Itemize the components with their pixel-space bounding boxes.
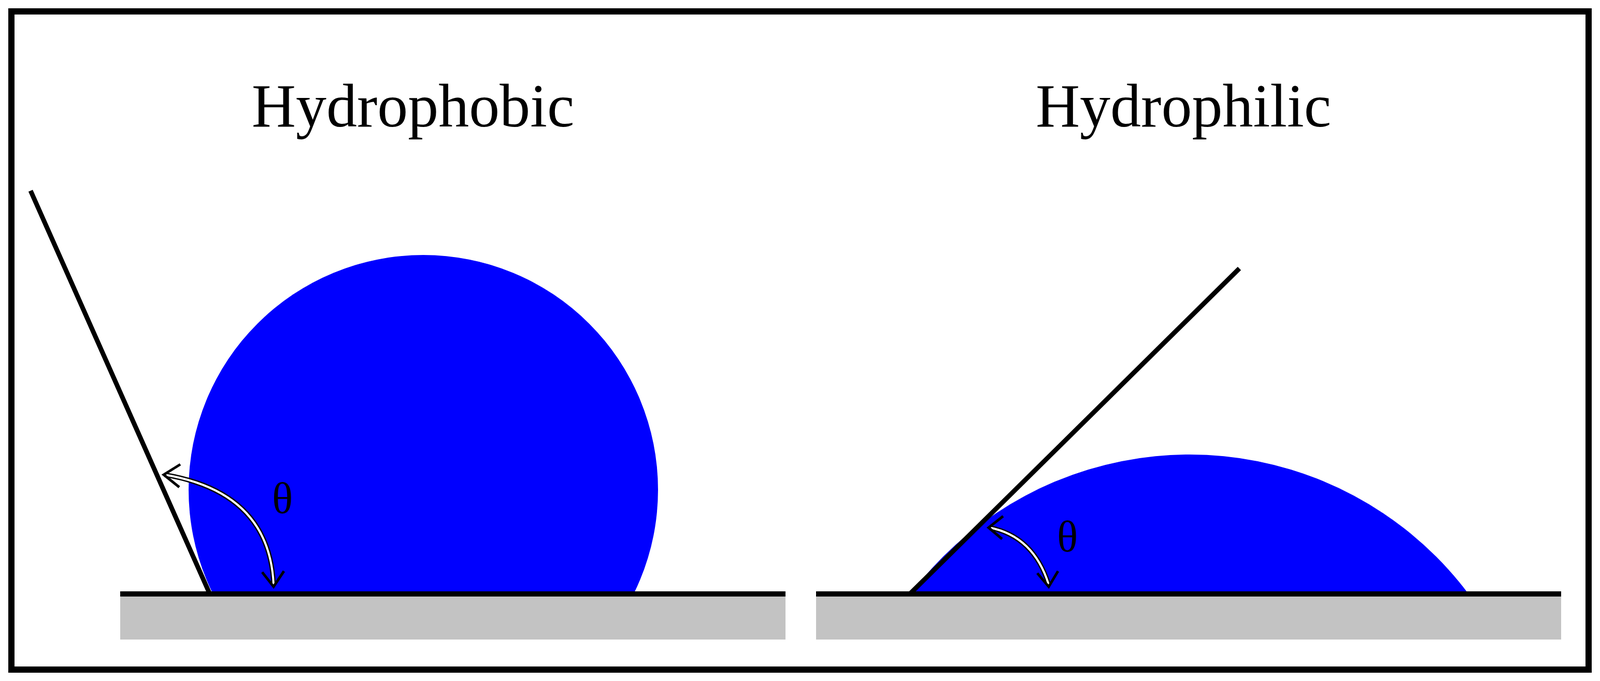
panel-heading: Hydrophilic	[1035, 75, 1332, 137]
arrow-head	[262, 570, 284, 587]
surface-line	[816, 591, 1562, 597]
substrate	[120, 595, 786, 640]
arrow-head	[988, 516, 1004, 539]
tangent-line	[30, 190, 210, 593]
arrow-head	[163, 464, 181, 488]
water-drop	[188, 254, 659, 593]
water-drop	[840, 454, 1539, 593]
arrow-head	[1037, 570, 1059, 587]
tangent-line	[910, 268, 1240, 593]
angle-symbol: θ	[272, 476, 293, 521]
angle-arc	[164, 474, 274, 585]
panel-heading: Hydrophobic	[251, 75, 575, 137]
angle-symbol: θ	[1056, 515, 1078, 559]
surface-line	[120, 591, 786, 597]
angle-arc	[164, 474, 274, 585]
substrate	[816, 595, 1562, 640]
